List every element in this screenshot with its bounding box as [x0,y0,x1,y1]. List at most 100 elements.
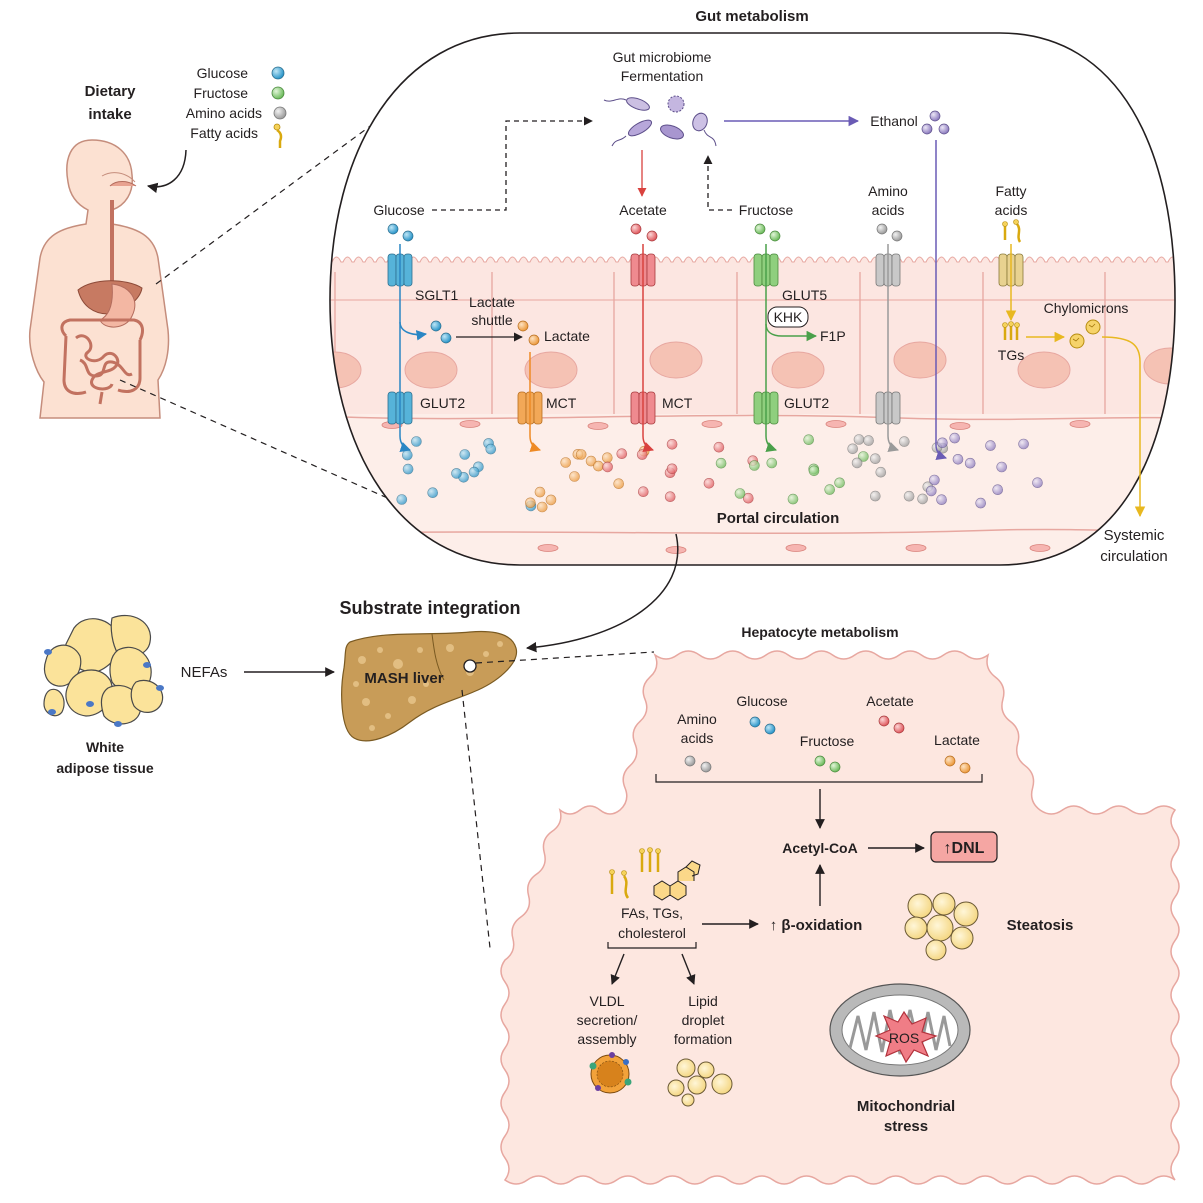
portal-molecule [787,493,799,505]
white-adipose-tissue-illustration [43,614,164,727]
substrate-integration-title: Substrate integration [339,598,520,618]
mct-transporter-lactate [517,391,543,425]
endothelial-nucleus [537,544,559,552]
lactate-flux-arrow [529,352,541,452]
endothelial-nucleus [1029,544,1051,552]
liver-zoom-line-top [475,651,655,664]
cell-nucleus [1017,351,1071,389]
substrate-bracket [655,774,983,783]
portal-molecule [703,477,715,489]
transporter-subunit [891,391,901,425]
portal-to-liver-arrow [525,533,679,653]
portal-molecule [992,484,1004,496]
legend-fatty-acid-icon [273,123,283,148]
steatosis-icon [904,892,979,961]
portal-molecule [402,463,414,475]
transporter-subunit [753,253,763,287]
systemic-circulation-arrow [1101,336,1146,518]
portal-molecule [937,437,948,449]
dietary-intake-title: Dietary [85,83,137,100]
hep-acetate-label: Acetate [866,693,914,709]
portal-molecule [485,443,497,455]
acetyl-coa-label: Acetyl-CoA [782,840,857,856]
gut-metabolism-panel: Gut microbiome Fermentation Ethanol Gluc… [329,32,1176,566]
cell-nucleus [649,341,703,379]
gut-fructose-label: Fructose [739,202,794,218]
portal-molecule [858,451,869,462]
portal-molecule [396,494,408,505]
portal-molecule [903,490,915,502]
lactate-shuttle-label-line2: shuttle [471,312,512,328]
legend-fructose-label: Fructose [194,85,249,101]
ethanol-label: Ethanol [870,113,917,129]
dietary-intake-arrow [146,149,187,193]
portal-molecule [949,432,961,444]
hep-lactate-label: Lactate [934,732,980,748]
enterocyte-cells [330,272,1175,414]
legend-glucose-label: Glucose [197,65,249,81]
white-adipose-tissue-label: White [86,739,124,755]
portal-molecule [601,452,613,464]
glut2-transporter-glucose [387,391,413,425]
transporter-subunit [403,391,413,425]
vldl-label-line2: secretion/ [577,1012,638,1028]
portal-molecule [734,488,746,499]
portal-molecule [427,487,439,499]
vldl-label-line3: assembly [577,1031,636,1047]
sglt1-transporter [387,253,413,287]
liver-zoom-line-bottom [461,689,491,949]
portal-molecule [545,494,557,506]
portal-molecule [713,441,725,453]
lipid-droplets-icon [667,1058,733,1107]
zoom-line-bottom [119,379,393,501]
portal-molecule [742,492,754,504]
ros-label: ROS [889,1030,919,1046]
transporter-subunit [533,391,543,425]
portal-molecule [898,436,910,447]
chylomicron-particles [1069,319,1101,349]
portal-molecule [585,455,597,467]
gut-glucose-label: Glucose [373,202,425,218]
transporter-subunit [769,253,779,287]
hepatocyte-metabolism-title: Hepatocyte metabolism [741,624,898,640]
portal-molecule [401,449,413,461]
endothelial-nucleus [701,420,723,428]
zoom-line-top [155,109,393,285]
portal-molecule [666,463,678,475]
cell-nucleus [893,341,947,379]
transporter-subunit [875,253,885,287]
sglt1-label: SGLT1 [415,287,459,303]
fructose-flux-arrow [765,244,777,452]
portal-molecule [613,478,625,490]
tgs-label: TGs [998,347,1024,363]
nutrient-legend: Glucose Fructose Amino acids Fatty acids [186,65,287,148]
portal-molecule [869,490,881,502]
hepatocyte-panel: Amino acids Glucose Fructose Acetate Lac… [500,650,1180,1185]
portal-molecule [560,457,572,468]
vldl-label: VLDL [589,993,624,1009]
glut2-label-glucose: GLUT2 [420,395,465,411]
portal-molecule [975,497,987,509]
portal-molecule [664,491,676,503]
white-adipose-tissue-label-line2: adipose tissue [56,760,153,776]
portal-molecule [536,501,548,513]
gut-acetate-label: Acetate [619,202,667,218]
lipid-droplet-label: Lipid [688,993,718,1009]
dietary-intake-title-line2: intake [88,106,131,123]
lactate-shuttle-label: Lactate [469,294,515,310]
hepatocyte-cell-outline [500,650,1180,1185]
dnl-label: ↑DNL [944,840,985,857]
transporter-subunit [387,253,397,287]
portal-molecule [803,434,815,446]
portal-molecule [575,449,587,460]
ros-burst [874,1010,938,1064]
systemic-circulation-label-line2: circulation [1100,548,1168,565]
portal-molecule [602,461,613,473]
gut-metabolism-title: Gut metabolism [695,8,808,25]
mitochondrial-stress-label: Mitochondrial [857,1098,955,1115]
intestines [60,318,144,405]
vldl-particle-icon [589,1052,632,1094]
endothelial-nucleus [905,544,927,552]
triglyceride-icon [1002,321,1020,340]
portal-molecule [468,466,480,478]
